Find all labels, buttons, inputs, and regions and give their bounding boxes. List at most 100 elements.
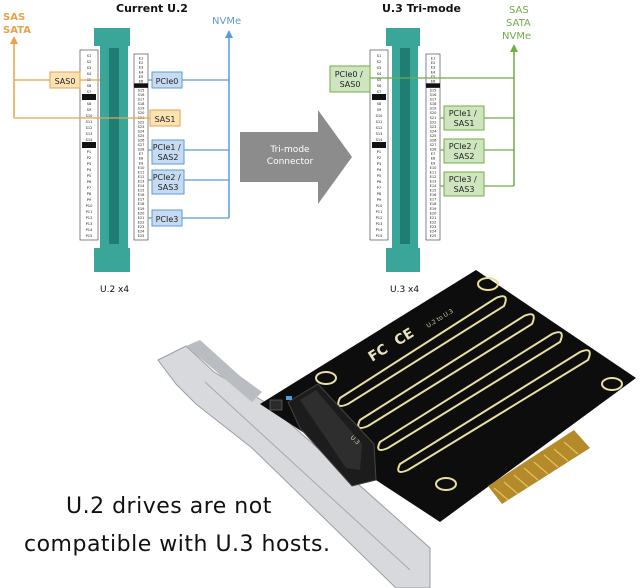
card-capacitor [269, 399, 283, 411]
tri-mode-arrow-label-1: Tri-mode [269, 145, 310, 155]
pin-label: E3 [139, 66, 144, 70]
u3-lane-box-2 [443, 138, 485, 164]
product-adapter-card: FC CE U.2 to U.3 U.3 [157, 270, 636, 588]
pin-key-gap [372, 94, 386, 100]
pin-label: S21 [430, 116, 437, 120]
pin-label: E7 [431, 152, 436, 156]
card-mount-hole-1 [315, 371, 337, 385]
pin-label: P15 [376, 234, 383, 238]
card-mount-hole-4 [435, 477, 457, 491]
pin-label: E23 [138, 225, 145, 229]
pin-label: E11 [430, 170, 437, 174]
pin-label: E25 [430, 234, 437, 238]
u2-lane-label-pcie0: PCIe0 [156, 77, 179, 86]
pin-label: P8 [377, 192, 382, 196]
u3-connector-bottom-cap [386, 248, 420, 272]
pin-label: E9 [139, 161, 144, 165]
pin-key-gap [82, 94, 96, 100]
u2-lane-label-pcie1: PCIe1 / SAS2 [153, 143, 184, 162]
pin-label: E21 [138, 216, 145, 220]
pin-label: S2 [87, 60, 92, 64]
pin-label: P11 [376, 210, 383, 214]
pin-label: S14 [86, 138, 94, 142]
u3-signal-sata: SATA [506, 18, 531, 29]
u3-bus-arrow [510, 44, 518, 52]
u3-title: U.3 Tri-mode [382, 2, 461, 15]
pin-label: S4 [377, 72, 382, 76]
pin-label: P12 [376, 216, 383, 220]
pin-label: S26 [430, 139, 438, 143]
pin-label: P9 [87, 198, 92, 202]
pin-label: P12 [86, 216, 93, 220]
pin-label: E15 [430, 189, 437, 193]
card-bracket [157, 345, 431, 588]
u3-pin-labels-left: S1S2S3S4S5S6S7S8S9S10S11S12S13S14P1P2P3P… [372, 54, 386, 238]
u3-pin-column-right [425, 53, 441, 241]
pin-label: S6 [87, 84, 92, 88]
pin-label: P3 [87, 162, 91, 166]
pin-label: E9 [431, 161, 436, 165]
u2-connector-bottom-cap [94, 248, 130, 272]
pin-label: E16 [138, 193, 146, 197]
pin-label: P6 [377, 180, 382, 184]
pin-label: S4 [87, 72, 92, 76]
pin-label: P14 [86, 228, 93, 232]
pin-label: P2 [87, 156, 91, 160]
u2-lane-box-pcie3 [151, 209, 183, 227]
u3-lane-box-0 [329, 65, 371, 93]
pin-label: S17 [430, 98, 437, 102]
pin-label: E14 [430, 184, 438, 188]
pin-label: P10 [86, 204, 93, 208]
pin-label: S11 [376, 120, 383, 124]
pin-label: S24 [430, 129, 438, 133]
pin-label: S28 [430, 148, 438, 152]
pin-label: E20 [430, 211, 438, 215]
u2-pin-column-right [133, 53, 149, 241]
pin-label: S16 [430, 93, 438, 97]
caption-line-1: U.2 drives are not [66, 494, 272, 519]
pin-key-gap [426, 83, 440, 88]
pin-label: S7 [87, 90, 92, 94]
pin-label: P9 [377, 198, 382, 202]
pin-label: E21 [430, 216, 437, 220]
pin-label: S22 [430, 120, 437, 124]
u2-lane-box-sas1 [149, 109, 181, 127]
pin-label: E8 [431, 157, 436, 161]
pin-label: E22 [138, 220, 145, 224]
card-mount-hole-2 [477, 277, 499, 291]
pin-label: S27 [430, 143, 437, 147]
pin-label: P10 [376, 204, 383, 208]
pin-key-gap [134, 83, 148, 88]
u2-left-signal-sata: SATA [3, 25, 31, 36]
pin-label: S18 [138, 102, 146, 106]
pin-label: S23 [430, 125, 437, 129]
pin-label: E10 [138, 166, 146, 170]
pin-label: S24 [138, 129, 146, 133]
pin-label: S8 [87, 102, 92, 106]
tri-mode-arrow-label-2: Connector [267, 157, 314, 167]
pin-label: E5 [431, 75, 436, 79]
u2-lane-label-sas1: SAS1 [155, 115, 176, 124]
pin-label: S25 [138, 134, 145, 138]
u2-lane-label-sas0: SAS0 [55, 77, 76, 86]
pin-label: E25 [138, 234, 145, 238]
pin-label: S11 [86, 120, 93, 124]
pin-label: P13 [86, 222, 93, 226]
pin-label: E14 [138, 184, 146, 188]
card-bracket-crease [204, 381, 411, 571]
pin-key-gap [372, 142, 386, 148]
u3-lane-box-3 [443, 171, 485, 197]
pin-label: P1 [87, 150, 91, 154]
u2-pin-labels-right: E1E2E3E4E5E6S15S16S17S18S19S20S21S22S23S… [134, 57, 148, 238]
u2-connector-top-cap [94, 28, 130, 46]
pin-label: S26 [138, 139, 146, 143]
pin-label: S14 [376, 138, 384, 142]
pin-label: E23 [430, 225, 437, 229]
pin-label: P5 [377, 174, 381, 178]
pin-label: E4 [139, 70, 144, 74]
pin-label: S27 [138, 143, 145, 147]
pin-label: E2 [431, 61, 436, 65]
u2-connector-slot [109, 48, 119, 244]
pin-label: S22 [138, 120, 145, 124]
u3-signal-sas: SAS [509, 5, 529, 16]
